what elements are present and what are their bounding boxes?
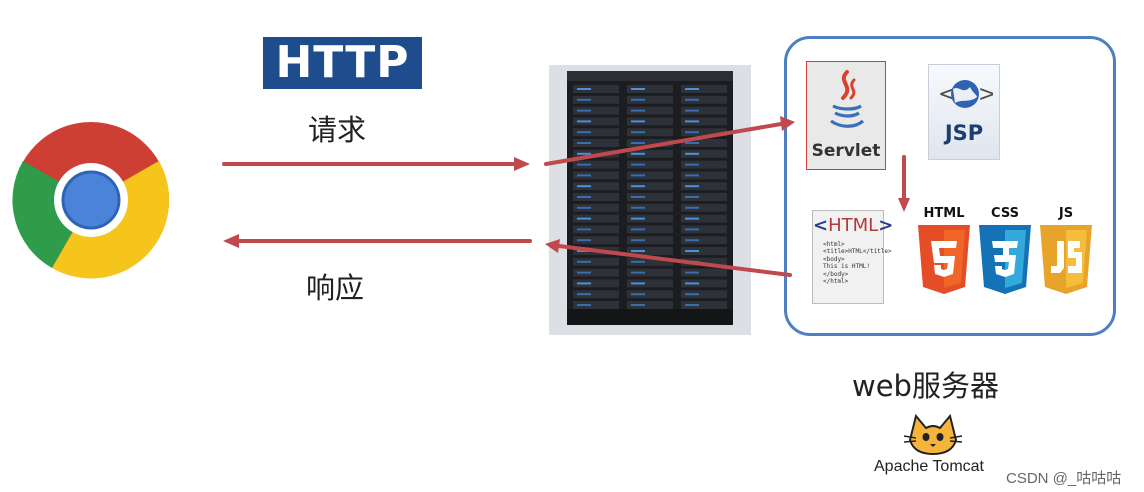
css3-label: CSS xyxy=(991,206,1019,221)
js-logo: JS xyxy=(1036,206,1096,304)
web-server-label: web服务器 xyxy=(852,369,999,403)
watermark: CSDN @_咕咕咕 xyxy=(1006,470,1122,487)
chrome-icon xyxy=(12,122,170,279)
server-rack-icon xyxy=(549,65,751,335)
jsp-doc-icon: < > JSP xyxy=(928,64,1000,160)
servlet-arrow-head xyxy=(780,116,795,131)
servlet-arrow xyxy=(544,122,783,166)
generate-arrow-head xyxy=(898,198,910,212)
response-label: 响应 xyxy=(306,271,365,305)
java-cup-icon xyxy=(830,70,865,128)
svg-text:>: > xyxy=(978,82,993,107)
servlet-label: Servlet xyxy=(811,141,881,161)
html5-logo: HTML xyxy=(914,206,974,304)
servlet-tile: Servlet xyxy=(806,61,886,170)
svg-text:<: < xyxy=(938,82,956,107)
js-label: JS xyxy=(1058,206,1074,221)
html-doc-code: <html> <title>HTML</title> <body> This i… xyxy=(823,241,892,286)
html5-shield-icon xyxy=(918,225,970,294)
request-label: 请求 xyxy=(308,113,367,147)
html-return-arrow-head xyxy=(545,239,560,253)
css3-shield-icon xyxy=(979,225,1031,294)
html5-label: HTML xyxy=(923,206,965,221)
response-arrow-head xyxy=(223,234,239,248)
css3-logo: CSS xyxy=(975,206,1035,304)
jsp-label: JSP xyxy=(944,121,984,145)
tomcat-label: Apache Tomcat xyxy=(874,458,984,475)
html-return-arrow xyxy=(557,244,792,277)
html-doc-title: <HTML> xyxy=(813,215,894,236)
html-doc-icon: <HTML> <html> <title>HTML</title> <body>… xyxy=(812,210,894,304)
js-shield-icon xyxy=(1040,225,1092,294)
http-logo: HTTP xyxy=(263,37,422,89)
tomcat-icon xyxy=(903,413,963,456)
globe-icon: < > xyxy=(938,80,993,108)
request-arrow-head xyxy=(514,157,530,171)
